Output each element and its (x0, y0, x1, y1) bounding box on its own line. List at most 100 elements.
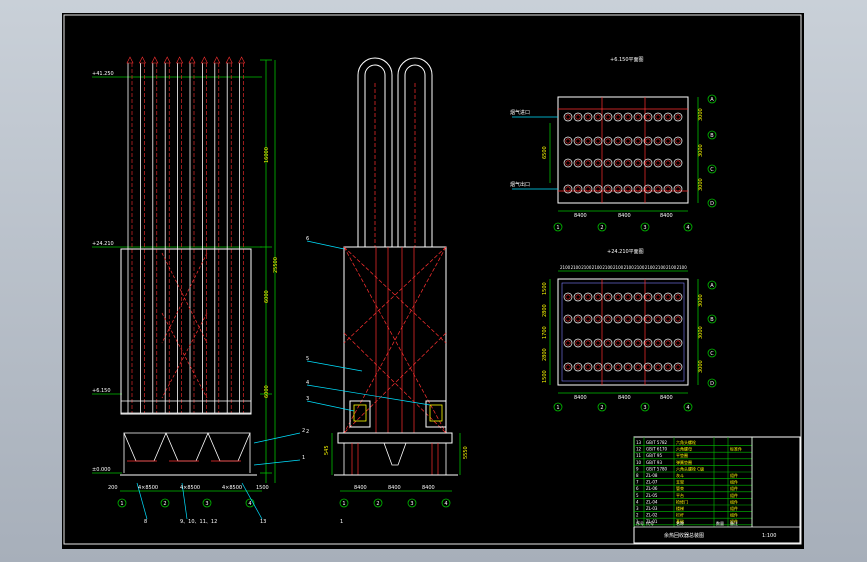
tube-section (593, 362, 603, 372)
title-block-cell: 平台 (676, 492, 684, 498)
axis-label: 4 (444, 501, 447, 507)
dim-right: 3000 (698, 326, 704, 339)
title-block-cell: 6 (636, 486, 639, 491)
tube-section (593, 338, 603, 348)
title-block-cell: 9 (636, 466, 639, 471)
access-door (349, 400, 371, 428)
title-block-cell: 7 (636, 480, 639, 485)
bay-dim: 8400 (574, 395, 587, 401)
title-block-cell: 13 (636, 440, 642, 445)
tube-section (573, 158, 583, 168)
dim-left: 2800 (542, 348, 548, 361)
plan-lower (549, 270, 717, 412)
bay-dim: 1500 (256, 485, 269, 491)
top-dim: 2100 (592, 265, 603, 270)
tube-section (673, 158, 683, 168)
dim-right: 3000 (698, 144, 704, 157)
tube-section (573, 184, 583, 194)
tube-section (573, 362, 583, 372)
tube-section (593, 184, 603, 194)
axis-number: 4 (686, 225, 689, 231)
tube-section (673, 292, 683, 302)
top-dim: 2100 (613, 265, 624, 270)
tube-section (563, 338, 573, 348)
title-block-cell: 弹簧垫圈 (676, 459, 692, 465)
axis-letter: B (710, 317, 714, 323)
dim-left: 1500 (542, 370, 548, 383)
tube-section (593, 314, 603, 324)
tube-section (653, 158, 663, 168)
title-block-cell: GB/T 93 (646, 460, 662, 465)
tube-section (563, 158, 573, 168)
tube-section (633, 158, 643, 168)
axis-label: 2 (163, 501, 166, 507)
tube-section (613, 292, 623, 302)
bay-dim: 8400 (354, 485, 367, 491)
dim-mid: 6000 (264, 290, 270, 303)
tube-section (563, 136, 573, 146)
title-block-cell: 3 (636, 506, 639, 511)
bay-dim: 4×8500 (222, 485, 242, 491)
plan-upper (512, 94, 717, 232)
tube-section (653, 314, 663, 324)
cad-drawing: +41.250 +24.210 +6.150 ±0.000 16000 2550… (63, 14, 802, 545)
tube-section (583, 292, 593, 302)
axis-label: 3 (205, 501, 208, 507)
title-block-cell: 检修门 (676, 498, 688, 504)
axis-label: 1 (342, 501, 345, 507)
top-dim: 2100 (571, 265, 582, 270)
tube-section (643, 362, 653, 372)
tube-section (573, 112, 583, 122)
top-dim: 2100 (624, 265, 635, 270)
tube-section (653, 136, 663, 146)
tube-section (633, 314, 643, 324)
level-top-label: +41.250 (92, 71, 114, 77)
tube-section (663, 158, 673, 168)
outlet-label: 烟气出口 (510, 181, 530, 188)
callout: 9、10、11、12 (180, 519, 217, 525)
u-tube (357, 57, 433, 247)
tube-section (623, 136, 633, 146)
tube-section (623, 158, 633, 168)
tube-section (583, 112, 593, 122)
title-block-cell: 1 (636, 519, 639, 524)
axis-letter: C (710, 351, 714, 357)
title-block-cell: 组件 (730, 479, 738, 485)
tube-section (653, 184, 663, 194)
sheet-title: 余热回收器总装图 (664, 532, 704, 539)
title-block-cell: 组件 (730, 492, 738, 498)
title-block-cell: 12 (636, 447, 642, 452)
callout: 2 (306, 429, 309, 435)
axis-label: 3 (410, 501, 413, 507)
level-ground-label: ±0.000 (92, 467, 111, 473)
bay-dim: 8400 (618, 213, 631, 219)
title-block-cell: 六角头螺栓 (676, 439, 696, 445)
title-block-cell: 灰斗 (676, 472, 684, 478)
sheet-scale: 1:100 (762, 533, 776, 539)
callout: 13 (260, 519, 266, 525)
tube-section (643, 314, 653, 324)
title-block-header: 代号 (646, 520, 654, 526)
tube-section (583, 314, 593, 324)
title-block-cell: 组件 (730, 505, 738, 511)
axis-letter: D (710, 381, 714, 387)
side-elevation (306, 57, 461, 508)
tube-section (623, 184, 633, 194)
title-block-cell: 8 (636, 473, 639, 478)
title-block-cell: GB/T 5782 (646, 440, 668, 445)
bay-dim: 8400 (388, 485, 401, 491)
title-block-cell: GB/T 5780 (646, 466, 668, 471)
tube-section (653, 112, 663, 122)
axis-number: 4 (686, 405, 689, 411)
axis-number: 3 (643, 225, 646, 231)
callout: 4 (306, 380, 309, 386)
title-block-cell: ZL-03 (646, 506, 658, 511)
axis-number: 1 (556, 405, 559, 411)
tube-section (583, 158, 593, 168)
title-block-header: 备注 (730, 520, 738, 526)
tube-section (613, 158, 623, 168)
title-block-cell: ZL-01 (646, 519, 658, 524)
tube-section (623, 338, 633, 348)
title-block-cell: 管束 (676, 485, 684, 491)
title-block-cell: 支架 (676, 479, 684, 485)
